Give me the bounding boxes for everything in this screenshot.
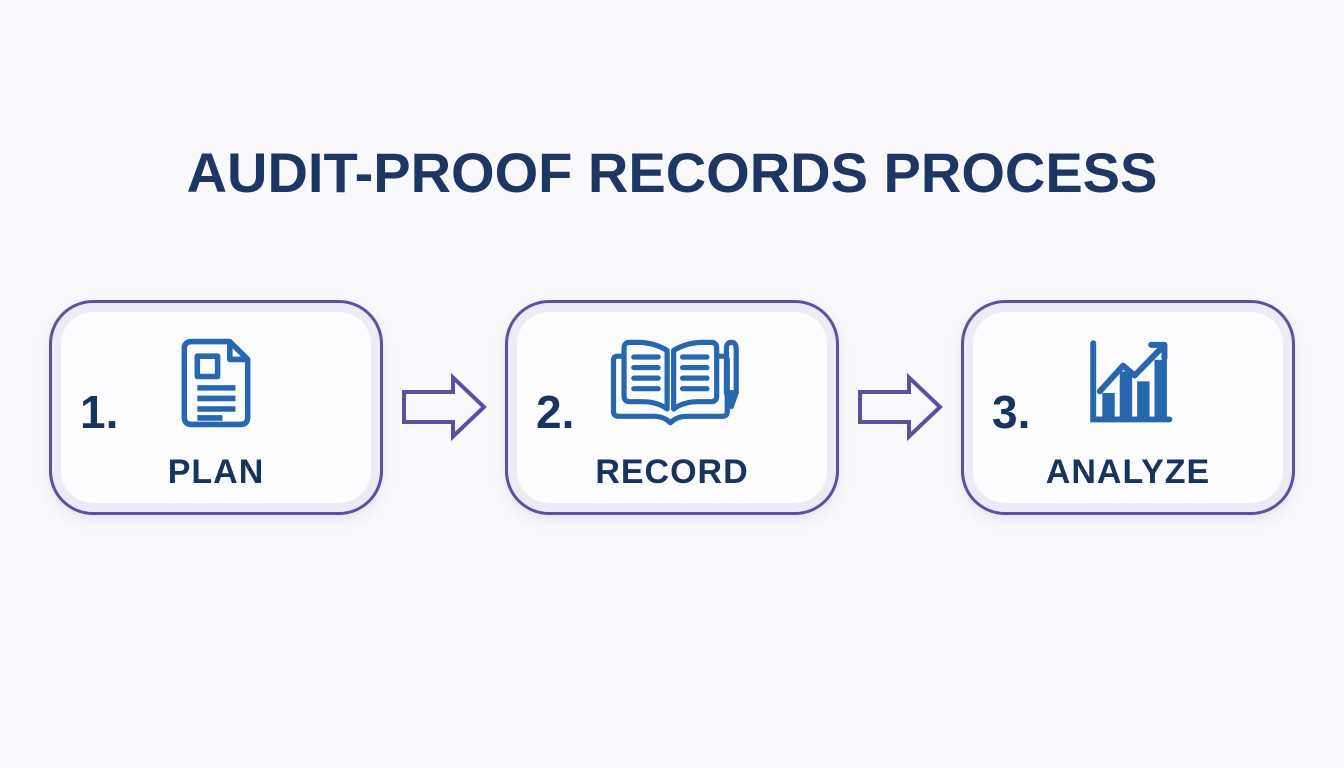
document-icon [141,327,291,439]
block-arrow-right-icon [856,300,944,515]
step-label: RECORD [595,452,749,491]
step-number: 3. [992,385,1031,438]
step-label: ANALYZE [1045,452,1211,491]
step-card-analyze: 3. ANALYZE [961,299,1295,515]
step-number: 1. [80,385,119,438]
step-label: PLAN [167,452,265,491]
bar-chart-growth-icon [1053,327,1203,439]
process-flow-row: 1. PLAN 2. [49,299,1295,515]
step-card-record: 2. RECORD [505,299,839,515]
step-card-plan: 1. PLAN [49,299,383,515]
block-arrow-right-icon [400,300,488,515]
diagram-title: AUDIT-PROOF RECORDS PROCESS [186,141,1158,204]
open-book-pen-icon [597,327,747,439]
step-number: 2. [536,385,575,438]
